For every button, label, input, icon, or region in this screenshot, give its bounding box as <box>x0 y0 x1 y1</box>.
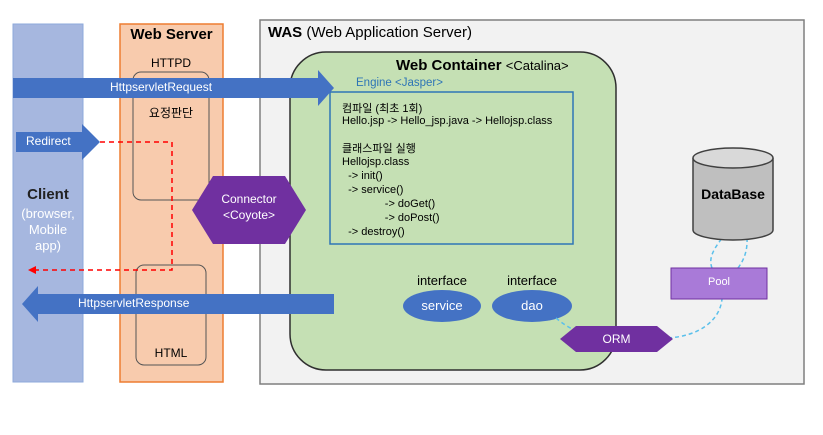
html-label: HTML <box>154 346 188 360</box>
client-subtitle-line-1: (browser, <box>21 206 75 221</box>
redirect-arrow <box>16 124 100 160</box>
service-interface-caption: interface <box>417 273 467 288</box>
run-title: 클래스파일 실행 <box>342 143 416 155</box>
was-title-bold: WAS <box>268 24 303 41</box>
compile-title: 컴파일 (최초 1회) <box>342 103 423 115</box>
httpd-label: HTTPD <box>151 56 191 70</box>
service-label: service <box>421 298 463 313</box>
orm-hexagon <box>560 326 673 352</box>
orm-label: ORM <box>602 332 631 346</box>
redirect-dashed-path <box>34 141 173 271</box>
web-container-title-rest: <Catalina> <box>505 58 569 73</box>
connector-line-1: Connector <box>221 192 277 206</box>
web-container-title-bold: Web Container <box>396 57 502 74</box>
database-label: DataBase <box>701 186 765 202</box>
pool-label: Pool <box>707 276 731 288</box>
run-line-1: Hellojsp.class <box>342 156 410 168</box>
was-title: WAS (Web Application Server) <box>268 24 472 41</box>
web-server-title: Web Server <box>130 26 213 43</box>
client-subtitle-line-3: app) <box>34 238 62 253</box>
database-cylinder <box>692 147 774 241</box>
pool-box <box>670 267 768 300</box>
client-subtitle-line-2: Mobile <box>28 222 68 237</box>
dao-interface-caption: interface <box>507 273 557 288</box>
run-line-6: -> destroy() <box>342 226 405 238</box>
redirect-dashed-arrowhead <box>28 266 36 274</box>
orm-pool-dashed-link <box>667 298 723 339</box>
run-line-3: -> service() <box>342 184 404 196</box>
response-arrow-label: HttpservletResponse <box>78 296 190 310</box>
service-ellipse <box>403 290 481 322</box>
web-container-title: Web Container <Catalina> <box>396 57 569 74</box>
web-server-inner-box-bottom <box>135 264 207 366</box>
client-title: Client <box>27 186 69 203</box>
web-server-judgement-label: 요정판단 <box>148 106 194 120</box>
run-line-4: -> doGet() <box>342 198 436 210</box>
response-arrow <box>22 286 334 322</box>
compile-line: Hello.jsp -> Hello_jsp.java -> Hellojsp.… <box>342 115 553 127</box>
redirect-arrow-label: Redirect <box>26 134 71 148</box>
engine-label: Engine <Jasper> <box>356 77 443 89</box>
dao-label: dao <box>521 298 543 313</box>
dao-ellipse <box>492 290 572 322</box>
engine-box <box>329 91 574 245</box>
client-column <box>12 23 84 383</box>
run-line-5: -> doPost() <box>342 212 440 224</box>
connector-line-2: <Coyote> <box>222 208 276 222</box>
connector-hexagon <box>192 176 306 244</box>
was-title-rest: (Web Application Server) <box>306 24 472 41</box>
request-arrow-label: HttpservletRequest <box>110 80 213 94</box>
run-line-2: -> init() <box>342 170 383 182</box>
request-arrow <box>13 70 334 106</box>
web-server-inner-box-top <box>132 71 210 201</box>
